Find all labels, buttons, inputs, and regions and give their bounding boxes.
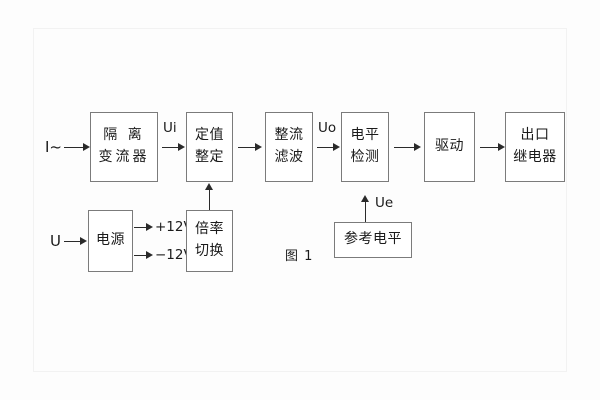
block-setting-line-2: 整定 bbox=[195, 149, 224, 165]
block-reference-level-line-1: 参考电平 bbox=[344, 231, 402, 248]
setting-to-rectify-arrow bbox=[255, 143, 262, 151]
rail-pos-label: +12V bbox=[155, 219, 193, 235]
ue-arrow bbox=[361, 195, 369, 202]
block-rectify-filter-line-2: 滤波 bbox=[274, 149, 304, 165]
voltage-input-arrow bbox=[80, 237, 87, 245]
block-level-detect-line-2: 检测 bbox=[350, 149, 380, 165]
block-output-relay-line-1: 出口 bbox=[520, 127, 550, 144]
current-input-label: I~ bbox=[45, 138, 62, 156]
rail-pos-arrow bbox=[146, 223, 153, 231]
block-setting[interactable]: 定值 整定 bbox=[186, 112, 233, 182]
ue-line bbox=[365, 199, 366, 222]
block-ratio-switch-line-2: 切换 bbox=[195, 243, 224, 259]
drive-to-relay-arrow bbox=[498, 143, 505, 151]
block-rectify-filter[interactable]: 整流 滤波 bbox=[265, 112, 313, 182]
block-output-relay-line-2: 继电器 bbox=[513, 149, 557, 165]
level-to-drive-arrow bbox=[414, 143, 421, 151]
rail-neg-line bbox=[134, 255, 148, 256]
block-isolation-ct-line-2: 变流器 bbox=[98, 149, 150, 165]
block-drive[interactable]: 驱动 bbox=[424, 112, 475, 182]
block-power-supply-line-1: 电源 bbox=[96, 232, 125, 249]
block-ratio-switch[interactable]: 倍率 切换 bbox=[186, 210, 233, 272]
ratio-to-setting-line bbox=[209, 187, 210, 210]
block-rectify-filter-line-1: 整流 bbox=[274, 127, 304, 144]
block-power-supply[interactable]: 电源 bbox=[88, 210, 133, 272]
rail-pos-line bbox=[134, 227, 148, 228]
block-drive-line-1: 驱动 bbox=[435, 138, 464, 155]
voltage-input-line bbox=[64, 241, 81, 242]
ui-line bbox=[162, 147, 179, 148]
diagram-frame bbox=[33, 28, 567, 372]
figure-caption: 图 1 bbox=[285, 249, 314, 264]
current-input-line bbox=[64, 147, 84, 148]
block-isolation-ct-line-1: 隔 离 bbox=[103, 127, 145, 144]
ratio-to-setting-arrow bbox=[205, 183, 213, 190]
rail-neg-label: −12V bbox=[155, 247, 193, 263]
voltage-input-label: U bbox=[50, 232, 61, 250]
uo-line bbox=[317, 147, 334, 148]
block-isolation-ct[interactable]: 隔 离 变流器 bbox=[90, 112, 158, 182]
block-ratio-switch-line-1: 倍率 bbox=[195, 221, 224, 238]
uo-label: Uo bbox=[318, 120, 337, 136]
block-reference-level[interactable]: 参考电平 bbox=[334, 222, 412, 258]
block-setting-line-1: 定值 bbox=[195, 127, 224, 144]
ue-label: Ue bbox=[375, 195, 394, 211]
current-input-arrow bbox=[83, 143, 90, 151]
block-level-detect[interactable]: 电平 检测 bbox=[341, 112, 389, 182]
setting-to-rectify-line bbox=[238, 147, 256, 148]
rail-neg-arrow bbox=[146, 251, 153, 259]
uo-arrow bbox=[333, 143, 340, 151]
block-level-detect-line-1: 电平 bbox=[350, 127, 380, 144]
block-output-relay[interactable]: 出口 继电器 bbox=[505, 112, 565, 182]
level-to-drive-line bbox=[394, 147, 415, 148]
ui-arrow bbox=[178, 143, 185, 151]
ui-label: Ui bbox=[163, 120, 177, 136]
drive-to-relay-line bbox=[480, 147, 499, 148]
